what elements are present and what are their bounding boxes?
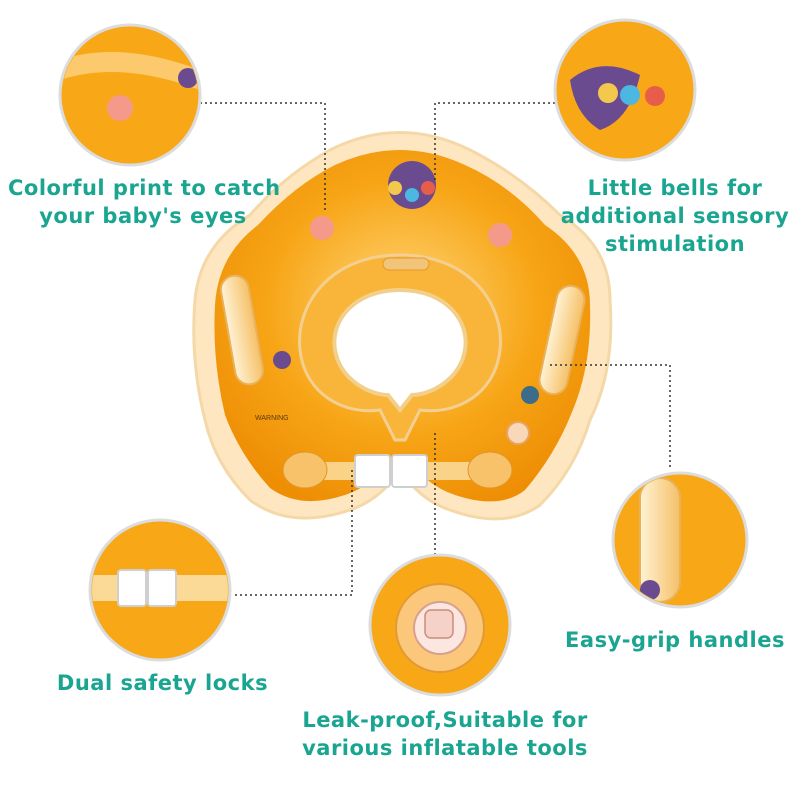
detail-bells — [553, 18, 697, 162]
caption-print: Colorful print to catch your baby's eyes — [8, 174, 281, 230]
caption-handles-line-1: Easy-grip handles — [565, 628, 785, 652]
caption-locks: Dual safety locks — [55, 669, 270, 697]
caption-locks-line-1: Dual safety locks — [56, 671, 269, 695]
leader-lines — [200, 102, 671, 596]
caption-valve-line-2: various inflatable tools — [302, 736, 588, 760]
caption-handles: Easy-grip handles — [565, 626, 785, 654]
detail-print — [58, 23, 202, 167]
caption-bells: Little bells for additional sensory stim… — [560, 174, 790, 258]
detail-handles — [611, 471, 749, 609]
warning-text: WARNING — [255, 415, 289, 422]
caption-valve-line-1: Leak-proof,Suitable for — [302, 708, 588, 732]
caption-print-line-2: your baby's eyes — [39, 204, 247, 228]
detail-valve — [368, 553, 512, 697]
caption-bells-line-2: additional sensory — [560, 204, 790, 228]
caption-print-line-1: Colorful print to catch — [8, 176, 281, 200]
detail-locks — [88, 518, 232, 662]
caption-bells-line-1: Little bells for — [587, 176, 763, 200]
caption-valve: Leak-proof,Suitable for various inflatab… — [295, 706, 595, 762]
caption-bells-line-3: stimulation — [604, 232, 746, 256]
neck-float: WARNING — [192, 131, 613, 521]
